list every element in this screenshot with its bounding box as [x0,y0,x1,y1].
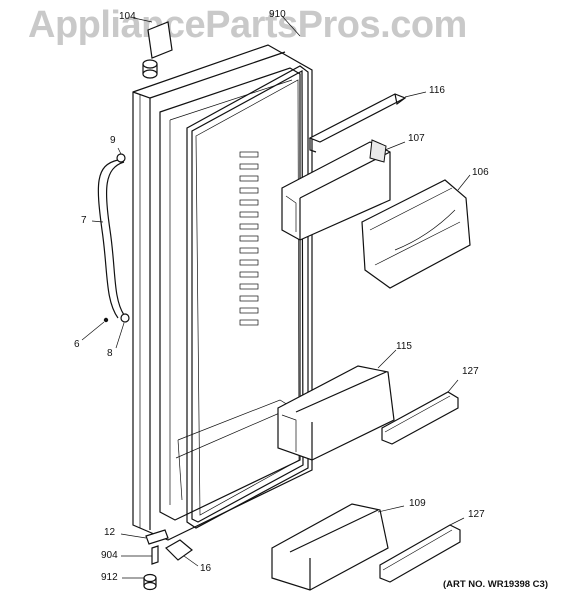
callout-127-upper: 127 [462,366,479,377]
watermark: AppliancePartsPros.com [28,4,467,46]
callout-7: 7 [81,215,87,226]
callout-115: 115 [396,341,412,352]
bin-rail [308,93,407,153]
bottom-hinge-parts [143,529,193,591]
callout-9: 9 [110,135,116,146]
callout-16: 16 [200,563,212,574]
callout-912: 912 [101,572,118,583]
bin-cover-lower [379,524,461,583]
lower-door-bin [277,365,395,461]
callout-6: 6 [74,339,80,350]
callout-116: 116 [429,85,445,96]
callout-12: 12 [104,527,116,538]
callout-106: 106 [472,167,489,178]
door-handle [97,153,130,323]
upper-door-bin [281,139,391,241]
callout-107: 107 [408,133,425,144]
callout-904: 904 [101,550,118,561]
art-number: (ART NO. WR19398 C3) [442,579,548,590]
bottom-door-bin [271,503,389,591]
dairy-bin [361,179,471,289]
door-shell [132,44,313,541]
callout-109: 109 [409,498,426,509]
leader-lines [81,15,471,579]
top-hinge [142,21,173,79]
callout-8: 8 [107,348,113,359]
callout-127-lower: 127 [468,509,485,520]
callout-910: 910 [269,9,286,20]
door-gasket [186,65,309,529]
liner-ribs [239,151,259,326]
callout-104: 104 [119,11,136,22]
